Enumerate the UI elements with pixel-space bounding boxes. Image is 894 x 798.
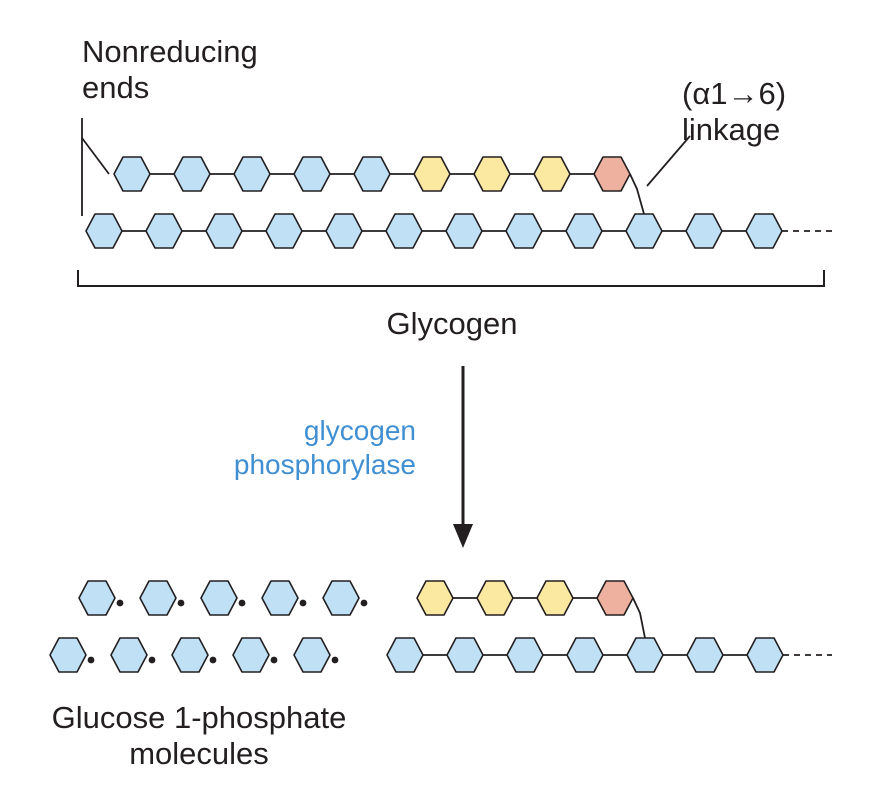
- bottom-main-glucose-residue: [566, 637, 604, 673]
- reaction-arrow-head: [453, 524, 473, 548]
- phosphate-dot: [238, 599, 246, 607]
- released-glucose-1-phosphate: [200, 580, 238, 616]
- nonreducing-label-line2: ends: [82, 70, 150, 105]
- bottom-branch-glucose-residue: [536, 580, 574, 616]
- bottom-branch-glucose-residue: [596, 580, 634, 616]
- released-glucose-1-phosphate: [293, 637, 331, 673]
- top-main-glucose-residue: [565, 213, 603, 249]
- phosphate-dot: [270, 656, 278, 664]
- bottom-branch-glucose-residue: [416, 580, 454, 616]
- phosphate-dot: [299, 599, 307, 607]
- bottom-branch-glucose-residue: [476, 580, 514, 616]
- top-branch-glucose-residue: [533, 156, 571, 192]
- top-branch-glucose-residue: [413, 156, 451, 192]
- linkage-pointer: [646, 135, 691, 187]
- nonreducing-ends-pointer: [81, 137, 110, 175]
- phosphate-dot: [360, 599, 368, 607]
- released-glucose-1-phosphate: [49, 637, 87, 673]
- bottom-main-glucose-residue: [626, 637, 664, 673]
- phosphate-dot: [177, 599, 185, 607]
- enzyme-label: glycogen phosphorylase: [186, 414, 416, 482]
- top-main-glucose-residue: [385, 213, 423, 249]
- linkage-label-line1: (α1→6): [682, 76, 787, 111]
- top-main-glucose-residue: [265, 213, 303, 249]
- glycogen-label: Glycogen: [352, 306, 552, 342]
- linkage-label-line2: linkage: [682, 112, 781, 147]
- top-branch-glucose-residue: [593, 156, 631, 192]
- nonreducing-label-line1: Nonreducing: [82, 34, 258, 69]
- top-main-glucose-residue: [625, 213, 663, 249]
- top-branch-glucose-residue: [293, 156, 331, 192]
- top-main-glucose-residue: [445, 213, 483, 249]
- released-glucose-1-phosphate: [261, 580, 299, 616]
- phosphate-dot: [87, 656, 95, 664]
- top-main-glucose-residue: [205, 213, 243, 249]
- top-main-glucose-residue: [505, 213, 543, 249]
- released-glucose-1-phosphate: [78, 580, 116, 616]
- bottom-main-glucose-residue: [386, 637, 424, 673]
- phosphate-dot: [148, 656, 156, 664]
- top-main-glucose-residue: [145, 213, 183, 249]
- top-main-glucose-residue: [325, 213, 363, 249]
- bottom-main-glucose-residue: [686, 637, 724, 673]
- top-branch-glucose-residue: [173, 156, 211, 192]
- glucose-1-phosphate-label: Glucose 1-phosphate molecules: [14, 700, 384, 772]
- top-branch-glucose-residue: [113, 156, 151, 192]
- top-main-glucose-residue: [685, 213, 723, 249]
- phosphate-dot: [331, 656, 339, 664]
- released-glucose-1-phosphate: [139, 580, 177, 616]
- phosphate-dot: [209, 656, 217, 664]
- product-label-line2: molecules: [129, 736, 269, 771]
- released-glucose-1-phosphate: [171, 637, 209, 673]
- enzyme-label-line2: phosphorylase: [233, 449, 416, 480]
- bottom-main-glucose-residue: [446, 637, 484, 673]
- released-glucose-1-phosphate: [232, 637, 270, 673]
- alpha-1-6-branch-bond: [632, 597, 646, 639]
- top-branch-glucose-residue: [233, 156, 271, 192]
- top-main-glucose-residue: [85, 213, 123, 249]
- top-main-glucose-residue: [745, 213, 783, 249]
- released-glucose-1-phosphate: [110, 637, 148, 673]
- glycogen-bracket: [77, 270, 825, 287]
- top-branch-glucose-residue: [353, 156, 391, 192]
- released-glucose-1-phosphate: [322, 580, 360, 616]
- bottom-main-glucose-residue: [506, 637, 544, 673]
- glycogen-label-text: Glycogen: [386, 306, 518, 341]
- nonreducing-ends-label: Nonreducing ends: [82, 34, 258, 106]
- bottom-main-glucose-residue: [746, 637, 784, 673]
- product-label-line1: Glucose 1-phosphate: [51, 700, 347, 735]
- enzyme-label-line1: glycogen: [303, 415, 416, 446]
- top-branch-glucose-residue: [473, 156, 511, 192]
- phosphate-dot: [116, 599, 124, 607]
- linkage-label: (α1→6) linkage: [682, 76, 786, 148]
- alpha-1-6-branch-bond: [629, 173, 645, 215]
